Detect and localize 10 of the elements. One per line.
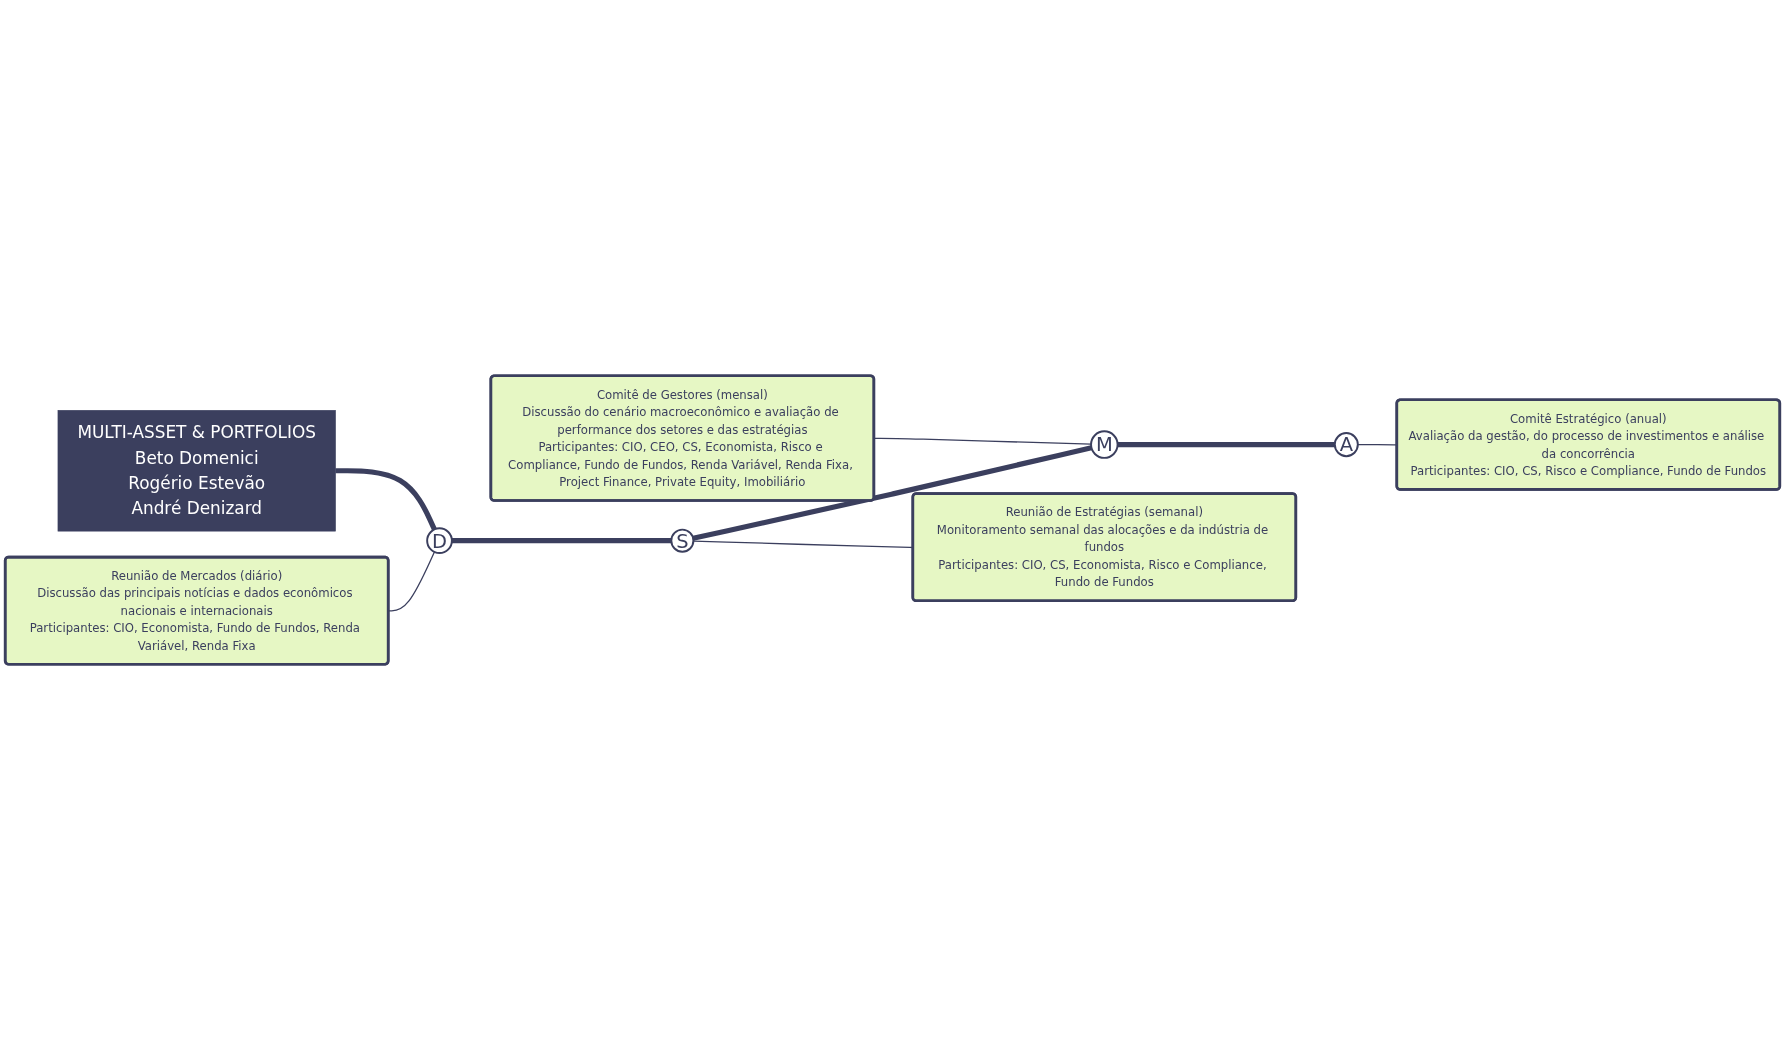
node-circle: A (1333, 432, 1359, 458)
connector (873, 437, 1092, 445)
node-box: MULTI-ASSET & PORTFOLIOS Beto Domenici Rogério Estevão André Denizard (57, 410, 336, 532)
node-circle: M (1090, 430, 1119, 459)
node-circle: D (426, 527, 453, 555)
connector (692, 445, 1092, 541)
connector (335, 468, 437, 531)
node-circle: S (670, 528, 695, 553)
connector (451, 538, 672, 544)
connector (1117, 442, 1335, 448)
